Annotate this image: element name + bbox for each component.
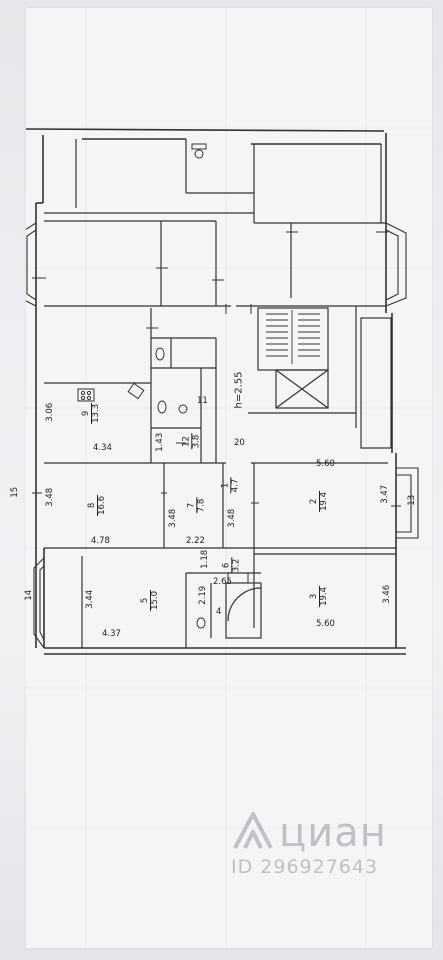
watermark-listing-id: ID 296927643 — [231, 856, 379, 878]
dim-3-06: 3.06 — [45, 402, 56, 422]
dim-2-22: 2.22 — [186, 536, 205, 546]
dimension-ticks — [32, 231, 401, 583]
cian-logo-icon — [233, 812, 273, 849]
dim-4-37: 4.37 — [102, 629, 121, 639]
dim-3-46: 3.46 — [382, 584, 393, 604]
dim-1-43: 1.43 — [155, 432, 166, 452]
exterior-walls — [26, 128, 406, 655]
dim-20: 20 — [234, 438, 245, 448]
balconies — [26, 222, 419, 649]
watermark-brand: циан — [279, 810, 387, 856]
balcony-13-label: 13 — [407, 494, 418, 506]
room-4-number: 4 — [216, 607, 222, 617]
balcony-14-label: 14 — [24, 589, 35, 601]
dim-3-48-mid: 3.48 — [168, 508, 179, 528]
dim-3-47: 3.47 — [380, 484, 391, 504]
dim-3-48-right: 3.48 — [227, 508, 238, 528]
floor-plan-drawing — [26, 8, 432, 948]
balcony-15-label: 15 — [10, 486, 21, 498]
fixtures — [77, 143, 207, 629]
dim-2-65: 2.65 — [213, 577, 232, 587]
dim-4-34: 4.34 — [93, 443, 112, 453]
cian-watermark: циан ID 296927643 — [231, 808, 421, 898]
dim-4-78: 4.78 — [91, 536, 110, 546]
interior-walls — [44, 139, 396, 648]
dim-3-48-left: 3.48 — [45, 487, 56, 507]
dim-5-60-top: 5.60 — [316, 459, 335, 469]
dim-1-18: 1.18 — [200, 549, 211, 569]
ceiling-height-label: h=2.55 — [233, 371, 245, 409]
dim-5-60-bottom: 5.60 — [316, 619, 335, 629]
stair-steps — [266, 310, 320, 364]
room-11-number: 11 — [197, 396, 208, 406]
dim-2-19: 2.19 — [198, 585, 209, 605]
dim-3-44: 3.44 — [85, 589, 96, 609]
